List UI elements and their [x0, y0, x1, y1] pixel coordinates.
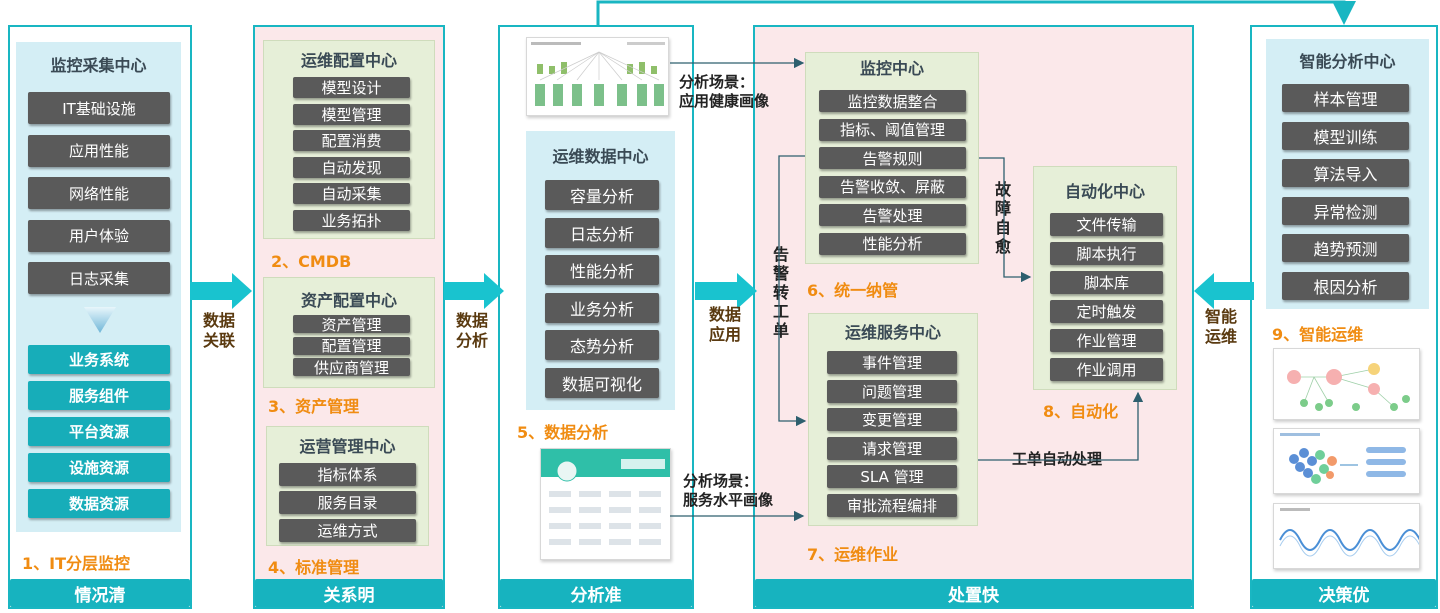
right-arrow-icon — [190, 273, 252, 309]
monitoring-item-5: 告警处理 — [819, 204, 966, 226]
layer-item-2: 服务组件 — [28, 381, 170, 410]
ops-service-item-3: 变更管理 — [827, 408, 957, 431]
label-data-application: 数据 应用 — [708, 305, 741, 344]
cmdb-item-2: 模型管理 — [293, 103, 410, 125]
automation-center-title: 自动化中心 — [1064, 182, 1145, 201]
intelligent-item-2: 模型训练 — [1282, 121, 1409, 150]
down-arrow-icon — [80, 305, 120, 335]
caption-standard-management: 4、标准管理 — [268, 558, 360, 577]
monitoring-item-2: 指标、阈值管理 — [819, 118, 966, 141]
intelligent-item-6: 根因分析 — [1282, 271, 1409, 300]
data-analysis-item-6: 数据可视化 — [545, 367, 659, 398]
monitor-item-2: 应用性能 — [28, 134, 170, 167]
ops-service-item-4: 请求管理 — [827, 436, 957, 460]
monitoring-item-6: 性能分析 — [819, 232, 966, 255]
footer-analysis: 分析准 — [500, 579, 692, 607]
scene-app-health: 分析场景： 应用健康画像 — [679, 73, 770, 110]
data-analysis-item-1: 容量分析 — [545, 180, 659, 210]
ops-service-item-6: 审批流程编排 — [827, 493, 957, 517]
ops-config-title: 运维配置中心 — [300, 51, 397, 70]
ops-data-title: 运维数据中心 — [552, 147, 649, 166]
monitor-item-3: 网络性能 — [28, 177, 170, 209]
label-fault-self-healing: 故 障 自 愈 — [994, 180, 1011, 256]
caption-data-analysis: 5、数据分析 — [517, 423, 609, 442]
asset-item-2: 配置管理 — [293, 336, 410, 355]
ops-service-title: 运维服务中心 — [844, 323, 941, 342]
data-analysis-item-4: 业务分析 — [545, 292, 659, 323]
monitor-item-1: IT基础设施 — [28, 92, 170, 124]
left-arrow-icon — [1194, 273, 1254, 309]
cluster-thumbnail — [1273, 428, 1420, 494]
data-analysis-item-2: 日志分析 — [545, 217, 659, 248]
ops-service-item-5: SLA 管理 — [827, 465, 957, 488]
footer-handling: 处置快 — [755, 579, 1192, 607]
monitoring-item-3: 告警规则 — [819, 147, 966, 169]
label-alarm-to-ticket: 告 警 转 工 单 — [772, 245, 789, 340]
ops-service-item-1: 事件管理 — [827, 351, 957, 374]
asset-item-3: 供应商管理 — [293, 358, 410, 377]
caption-ops-operations: 7、运维作业 — [807, 545, 899, 564]
footer-decision: 决策优 — [1252, 579, 1436, 607]
automation-item-4: 定时触发 — [1050, 300, 1163, 323]
caption-unified-management: 6、统一纳管 — [807, 281, 899, 300]
standard-item-1: 指标体系 — [279, 463, 416, 486]
app-health-thumbnail — [526, 37, 669, 116]
automation-item-5: 作业管理 — [1050, 329, 1163, 352]
intelligent-item-4: 异常检测 — [1282, 196, 1409, 225]
asset-item-1: 资产管理 — [293, 315, 410, 334]
automation-item-3: 脚本库 — [1050, 271, 1163, 294]
standard-item-3: 运维方式 — [279, 519, 416, 542]
monitoring-center-title: 监控中心 — [859, 59, 924, 78]
trend-wave-thumbnail — [1273, 503, 1420, 569]
cmdb-item-1: 模型设计 — [293, 77, 410, 98]
caption-automation: 8、自动化 — [1043, 402, 1119, 421]
footer-relation: 关系明 — [255, 579, 443, 607]
intelligent-item-1: 样本管理 — [1282, 84, 1409, 112]
cmdb-item-5: 自动采集 — [293, 183, 410, 204]
label-intelligent-ops: 智能 运维 — [1204, 307, 1237, 346]
right-arrow-icon — [444, 273, 504, 309]
ops-service-item-2: 问题管理 — [827, 379, 957, 403]
standard-item-2: 服务目录 — [279, 491, 416, 514]
intelligent-item-3: 算法导入 — [1282, 159, 1409, 187]
caption-asset-management: 3、资产管理 — [268, 397, 360, 416]
service-level-thumbnail — [540, 448, 671, 560]
monitoring-collection-title: 监控采集中心 — [50, 56, 147, 75]
footer-situation: 情况清 — [10, 579, 190, 607]
layer-item-1: 业务系统 — [28, 345, 170, 374]
automation-item-2: 脚本执行 — [1050, 242, 1163, 265]
operations-mgmt-title: 运营管理中心 — [299, 437, 396, 456]
intelligent-item-5: 趋势预测 — [1282, 234, 1409, 262]
monitoring-item-1: 监控数据整合 — [819, 90, 966, 112]
intelligent-analysis-title: 智能分析中心 — [1299, 52, 1396, 71]
automation-item-6: 作业调用 — [1050, 358, 1163, 381]
data-analysis-item-5: 态势分析 — [545, 330, 659, 360]
layer-item-4: 设施资源 — [28, 453, 170, 482]
cmdb-item-6: 业务拓扑 — [293, 209, 410, 231]
right-arrow-icon — [695, 273, 757, 309]
label-data-association: 数据 关联 — [202, 311, 235, 350]
caption-it-layered-monitoring: 1、IT分层监控 — [22, 554, 131, 573]
cmdb-item-4: 自动发现 — [293, 156, 410, 178]
monitoring-item-4: 告警收敛、屏蔽 — [819, 175, 966, 198]
label-data-analysis: 数据 分析 — [455, 311, 488, 350]
layer-item-5: 数据资源 — [28, 489, 170, 518]
caption-cmdb: 2、CMDB — [271, 252, 352, 271]
scene-service-level: 分析场景： 服务水平画像 — [683, 472, 774, 509]
monitor-item-5: 日志采集 — [28, 262, 170, 294]
asset-config-title: 资产配置中心 — [300, 291, 397, 310]
data-analysis-item-3: 性能分析 — [545, 255, 659, 285]
caption-intelligent-ops: 9、智能运维 — [1272, 325, 1364, 344]
monitor-item-4: 用户体验 — [28, 219, 170, 252]
automation-item-1: 文件传输 — [1050, 213, 1163, 236]
layer-item-3: 平台资源 — [28, 417, 170, 446]
cmdb-item-3: 配置消费 — [293, 130, 410, 151]
root-cause-graph-thumbnail — [1273, 348, 1420, 420]
